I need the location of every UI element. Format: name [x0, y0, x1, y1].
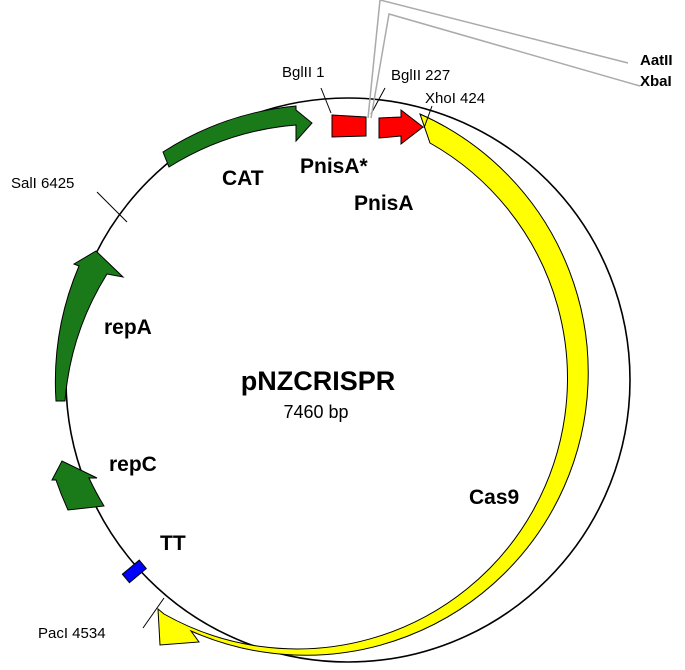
bglII-227-leader — [370, 87, 386, 115]
xhoI-424-leader — [423, 105, 433, 129]
site-label-pacI-4534: PacI 4534 — [38, 625, 106, 642]
aatII-leader — [367, 0, 629, 119]
repC-arrow — [51, 460, 105, 511]
site-label-aatII: AatII — [640, 52, 673, 69]
repA-arrow — [54, 250, 125, 402]
feature-label-cat: CAT — [222, 167, 264, 190]
feature-label-pnisA: PnisA — [354, 192, 414, 215]
site-label-xhoI-424: XhoI 424 — [425, 90, 485, 107]
xbaI-leader — [370, 13, 641, 119]
salI-6425-leader — [96, 191, 128, 223]
feature-label-repC: repC — [109, 453, 157, 476]
site-label-xbaI: XbaI — [640, 73, 672, 90]
cat-arrow — [162, 105, 313, 168]
cas9-arrow — [157, 113, 589, 656]
feature-label-tt: TT — [160, 532, 186, 555]
site-label-bglII-227: BglII 227 — [391, 67, 450, 84]
plasmid-size: 7460 bp — [283, 402, 348, 422]
bglII-1-leader — [320, 87, 332, 114]
pnisA-star-box — [331, 114, 367, 138]
pacI-4534-leader — [142, 597, 165, 629]
tt-marker — [121, 559, 147, 584]
site-label-bglII-1: BglII 1 — [282, 64, 325, 81]
feature-label-pnisA-star: PnisA* — [300, 155, 369, 178]
feature-label-repA: repA — [104, 316, 152, 339]
plasmid-name: pNZCRISPR — [241, 366, 396, 396]
site-label-salI-6425: SalI 6425 — [11, 175, 74, 192]
pnisA-arrow — [378, 108, 424, 146]
feature-label-cas9: Cas9 — [469, 486, 519, 509]
